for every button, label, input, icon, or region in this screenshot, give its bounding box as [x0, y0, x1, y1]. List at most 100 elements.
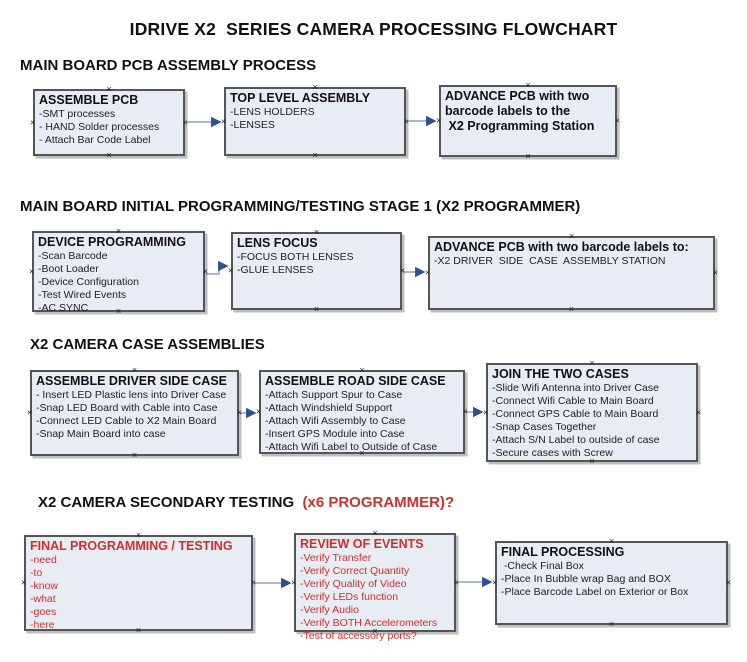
flow-box-item: -know	[30, 580, 59, 592]
connection-anchor-icon: ×	[313, 304, 320, 314]
flow-box-item: -FOCUS BOTH LENSES	[237, 251, 354, 263]
flow-box-device-programming[interactable]: DEVICE PROGRAMMING -Scan Barcode-Boot Lo…	[29, 227, 208, 316]
connection-anchor-icon: ×	[608, 619, 615, 629]
flow-box-item: -Secure cases with Screw	[492, 447, 613, 459]
flow-box-item: -Verify Transfer	[300, 552, 372, 564]
connection-anchor-icon: ×	[256, 406, 262, 417]
flow-box-item: -goes	[30, 606, 57, 618]
flow-box-final-processing[interactable]: FINAL PROCESSING -Check Final Box-Place …	[492, 537, 731, 629]
connection-anchor-icon: ×	[614, 115, 620, 126]
flow-box-item: -Scan Barcode	[38, 250, 108, 262]
connection-anchor-icon: ×	[29, 266, 35, 276]
connection-anchor-icon: ×	[568, 304, 575, 314]
flow-box-item-list: -Slide Wifi Antenna into Driver Case-Con…	[492, 382, 693, 460]
flow-box-item-list: -FOCUS BOTH LENSES-GLUE LENSES	[237, 251, 397, 277]
connection-anchor-icon: ×	[27, 407, 33, 418]
section-heading-secondary-testing: X2 CAMERA SECONDARY TESTING (x6 PROGRAMM…	[38, 494, 454, 511]
connection-anchor-icon: ×	[695, 407, 701, 417]
connection-anchor-icon: ×	[453, 577, 459, 587]
flow-box-advance-pcb-driver-side[interactable]: ADVANCE PCB with two barcode labels to: …	[425, 232, 718, 314]
flow-box-title: ADVANCE PCB with two barcode labels to:	[434, 240, 689, 254]
flow-box-item-list: -LENS HOLDERS-LENSES	[230, 106, 401, 132]
flow-box-item: -Test of accessory ports?	[300, 630, 417, 642]
section-heading-red-text: (x6 PROGRAMMER)?	[298, 494, 455, 511]
flow-box-item-list: -need-to-know-what-goes-here	[30, 554, 248, 632]
flow-box-item: -Attach Support Spur to Case	[265, 389, 403, 401]
flow-box-item-list: -SMT processes- HAND Solder processes- A…	[39, 108, 180, 147]
flow-box-item: -Verify Correct Quantity	[300, 565, 410, 577]
flow-box-item: -Attach Wifi Assembly to Case	[265, 415, 406, 427]
flow-box-item: -Attach Windshield Support	[265, 402, 393, 414]
connection-anchor-icon: ×	[202, 266, 208, 276]
flow-box-item: -Connect Wifi Cable to Main Board	[492, 395, 654, 407]
flow-box-item: -Verify BOTH Accelerometers	[300, 617, 438, 629]
section-heading-text: MAIN BOARD INITIAL PROGRAMMING/TESTING S…	[20, 198, 581, 215]
connection-anchor-icon: ×	[436, 115, 442, 126]
flow-box-item-list: -Verify Transfer-Verify Correct Quantity…	[300, 552, 451, 643]
flow-box-item: - Attach Bar Code Label	[39, 134, 151, 146]
flow-box-item: -Place Barcode Label on Exterior or Box	[501, 586, 689, 598]
flow-box-top-level-assembly[interactable]: TOP LEVEL ASSEMBLY -LENS HOLDERS-LENSES …	[221, 83, 409, 160]
connection-anchor-icon: ×	[483, 407, 489, 417]
flow-box-title: FINAL PROGRAMMING / TESTING	[30, 539, 233, 553]
flow-box-assemble-road-side-case[interactable]: ASSEMBLE ROAD SIDE CASE -Attach Support …	[256, 366, 468, 458]
connection-anchor-icon: ×	[425, 267, 431, 278]
flow-box-item: -Connect LED Cable to X2 Main Board	[36, 415, 217, 427]
flow-box-item-list: - Insert LED Plastic lens into Driver Ca…	[36, 389, 234, 441]
connection-anchor-icon: ×	[712, 267, 718, 278]
flow-box-title: ASSEMBLE DRIVER SIDE CASE	[36, 374, 228, 388]
flow-box-item: -here	[30, 619, 55, 631]
flow-box-review-of-events[interactable]: REVIEW OF EVENTS -Verify Transfer-Verify…	[291, 529, 459, 643]
flow-box-item-list: -Scan Barcode-Boot Loader-Device Configu…	[38, 250, 200, 315]
flow-box-item: -X2 DRIVER SIDE CASE ASSEMBLY STATION	[434, 255, 666, 267]
flow-box-item: -Attach Wifi Label to Outside of Case	[265, 441, 438, 453]
flow-box-item: - Insert LED Plastic lens into Driver Ca…	[36, 389, 227, 401]
connection-anchor-icon: ×	[228, 265, 234, 276]
flow-box-item: -Verify LEDs function	[300, 591, 399, 603]
flow-box-title: JOIN THE TWO CASES	[492, 367, 629, 381]
flow-box-item: -Verify Audio	[300, 604, 359, 616]
connection-anchor-icon: ×	[312, 150, 318, 160]
flow-box-item: -Slide Wifi Antenna into Driver Case	[492, 382, 659, 394]
flow-box-item: - HAND Solder processes	[39, 121, 160, 133]
flow-box-item: -Snap LED Board with Cable into Case	[36, 402, 218, 414]
flow-box-lens-focus[interactable]: LENS FOCUS -FOCUS BOTH LENSES-GLUE LENSE…	[228, 228, 405, 314]
flow-box-final-programming-testing[interactable]: FINAL PROGRAMMING / TESTING -need-to-kno…	[21, 531, 256, 635]
flow-box-item: -Place In Bubble wrap Bag and BOX	[501, 573, 671, 585]
connection-anchor-icon: ×	[725, 577, 731, 588]
section-heading-text: MAIN BOARD PCB ASSEMBLY PROCESS	[20, 57, 317, 74]
flow-box-assemble-driver-side-case[interactable]: ASSEMBLE DRIVER SIDE CASE - Insert LED P…	[27, 366, 242, 460]
flow-box-advance-pcb-programming-station[interactable]: ADVANCE PCB with two barcode labels to t…	[436, 81, 620, 161]
flow-box-item: -Snap Cases Together	[492, 421, 597, 433]
section-heading-pcb-assembly: MAIN BOARD PCB ASSEMBLY PROCESS	[20, 57, 316, 74]
flow-box-item-list: -Check Final Box-Place In Bubble wrap Ba…	[501, 560, 723, 599]
flow-box-join-the-two-cases[interactable]: JOIN THE TWO CASES -Slide Wifi Antenna i…	[483, 359, 701, 466]
flow-box-item: -Device Configuration	[38, 276, 139, 288]
section-heading-text: X2 CAMERA CASE ASSEMBLIES	[30, 336, 265, 353]
flow-box-item: -what	[30, 593, 56, 605]
connection-anchor-icon: ×	[131, 450, 138, 460]
flow-box-item: -need	[30, 554, 57, 566]
flow-box-item: -to	[30, 567, 43, 579]
flow-box-item: -Snap Main Board into case	[36, 428, 166, 440]
flow-box-item: -LENSES	[230, 119, 275, 131]
connection-anchor-icon: ×	[403, 116, 409, 126]
flow-box-item-list: -X2 DRIVER SIDE CASE ASSEMBLY STATION	[434, 255, 710, 268]
flow-box-title: TOP LEVEL ASSEMBLY	[230, 91, 371, 105]
flow-box-title: FINAL PROCESSING	[501, 545, 625, 559]
connection-anchor-icon: ×	[250, 577, 256, 588]
flow-box-item-list: -Attach Support Spur to Case-Attach Wind…	[265, 389, 460, 454]
flow-box-assemble-pcb[interactable]: ASSEMBLE PCB -SMT processes- HAND Solder…	[30, 85, 188, 160]
flow-box-item: -Attach S/N Label to outside of case	[492, 434, 660, 446]
page-title: IDRIVE X2 SERIES CAMERA PROCESSING FLOWC…	[129, 19, 618, 39]
flow-box-title: ADVANCE PCB with two barcode labels to t…	[445, 89, 595, 133]
connector-arrow	[206, 260, 229, 275]
flow-box-item: -GLUE LENSES	[237, 264, 314, 276]
flow-box-title: DEVICE PROGRAMMING	[38, 235, 186, 249]
flow-box-item: -Verify Quality of Video	[300, 578, 407, 590]
section-heading-case-assemblies: X2 CAMERA CASE ASSEMBLIES	[30, 336, 265, 353]
flow-box-item: -Check Final Box	[501, 560, 584, 572]
flow-box-title: ASSEMBLE ROAD SIDE CASE	[265, 374, 446, 388]
connection-anchor-icon: ×	[236, 407, 242, 418]
